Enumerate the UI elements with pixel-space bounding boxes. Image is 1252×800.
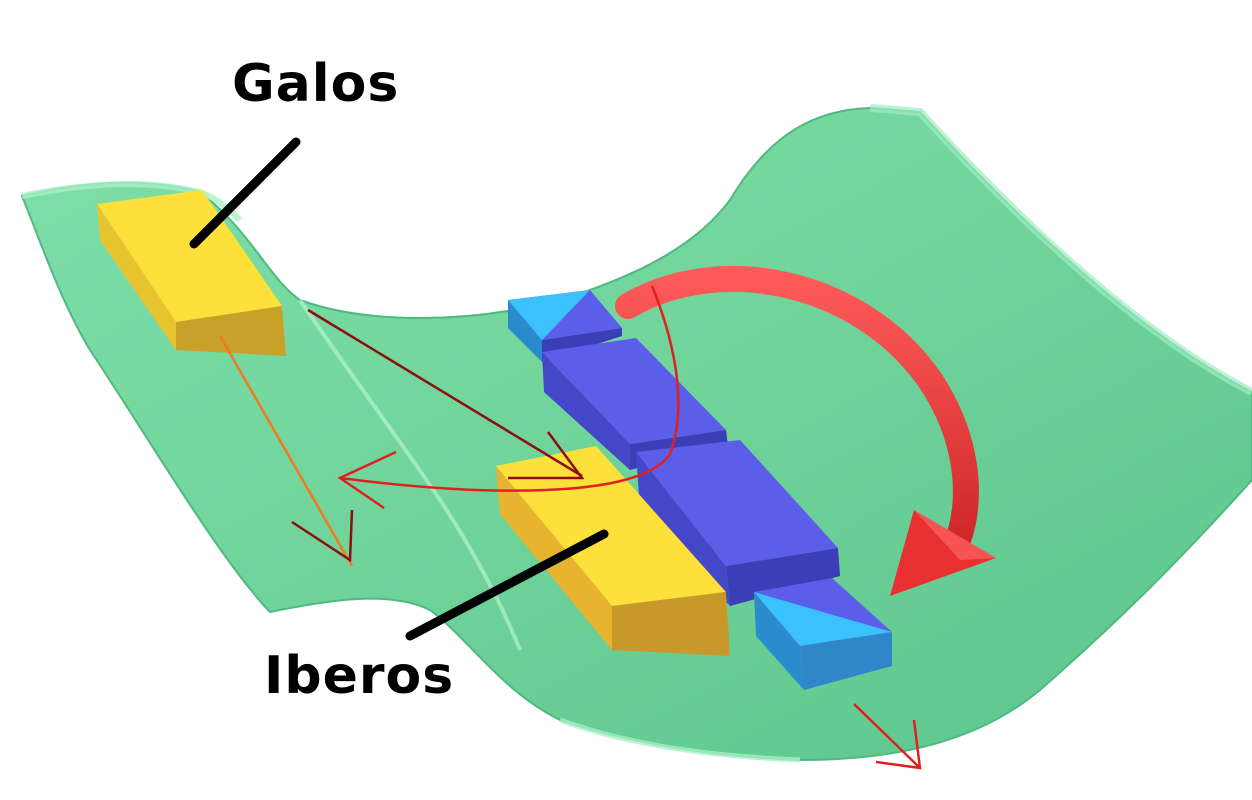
thin-arrows	[218, 285, 922, 770]
arrow-blue-to-west	[339, 285, 680, 492]
big-red-curved-arrow	[615, 266, 996, 596]
arrow-galos-to-iberos	[307, 308, 583, 478]
arrow-galos-south	[218, 335, 354, 567]
arrow-south-east-head	[875, 719, 922, 770]
arrow-south-east	[853, 703, 921, 769]
arrow-galos-to-iberos-head	[508, 431, 585, 480]
leader-lines	[189, 137, 609, 641]
iberos-leader-line	[405, 529, 609, 641]
arrow-blue-to-west-head	[337, 450, 397, 510]
iberos-label: Iberos	[264, 646, 455, 706]
arrow-galos-south-head	[291, 509, 354, 563]
galos-label: Galos	[232, 54, 400, 114]
blue-block-row	[508, 290, 892, 690]
galos-block	[97, 190, 286, 356]
galos-leader-line	[189, 137, 301, 249]
